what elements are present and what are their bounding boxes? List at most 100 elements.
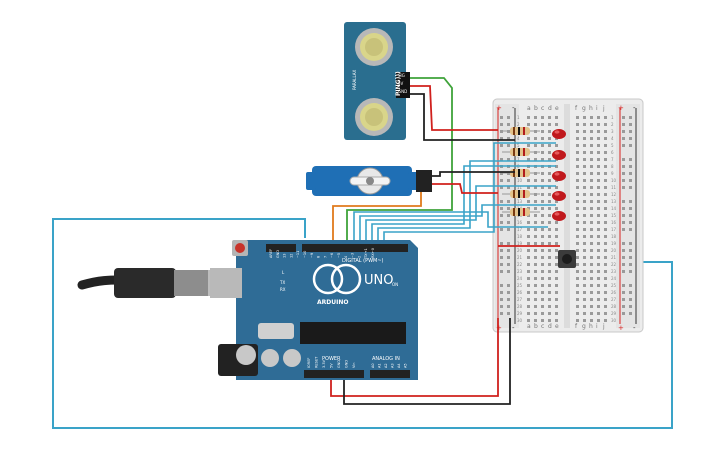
breadboard-hole[interactable] (590, 312, 593, 315)
breadboard-hole[interactable] (590, 200, 593, 203)
rail-hole[interactable] (622, 214, 625, 217)
breadboard-hole[interactable] (597, 130, 600, 133)
breadboard-hole[interactable] (604, 298, 607, 301)
breadboard-hole[interactable] (590, 207, 593, 210)
breadboard-hole[interactable] (583, 200, 586, 203)
wire-green-sensor[interactable] (346, 77, 453, 240)
rail-hole[interactable] (622, 270, 625, 273)
breadboard-hole[interactable] (527, 249, 530, 252)
push-button[interactable] (558, 250, 576, 268)
breadboard-hole[interactable] (534, 144, 537, 147)
breadboard-hole[interactable] (548, 123, 551, 126)
breadboard-hole[interactable] (541, 221, 544, 224)
breadboard-hole[interactable] (597, 291, 600, 294)
rail-hole[interactable] (629, 214, 632, 217)
breadboard-hole[interactable] (541, 172, 544, 175)
breadboard-hole[interactable] (541, 228, 544, 231)
breadboard-hole[interactable] (590, 291, 593, 294)
breadboard-hole[interactable] (527, 305, 530, 308)
resistor-4[interactable] (502, 190, 540, 198)
breadboard-hole[interactable] (541, 235, 544, 238)
rail-hole[interactable] (500, 256, 503, 259)
rail-hole[interactable] (500, 200, 503, 203)
breadboard-hole[interactable] (527, 256, 530, 259)
breadboard-hole[interactable] (548, 277, 551, 280)
wire-cyan-loop[interactable] (52, 218, 673, 429)
breadboard-hole[interactable] (555, 256, 558, 259)
breadboard-hole[interactable] (590, 151, 593, 154)
breadboard-hole[interactable] (597, 200, 600, 203)
rail-hole[interactable] (507, 116, 510, 119)
breadboard-hole[interactable] (583, 207, 586, 210)
servo-motor[interactable] (306, 166, 432, 196)
breadboard-hole[interactable] (555, 242, 558, 245)
breadboard-hole[interactable] (590, 298, 593, 301)
breadboard-hole[interactable] (541, 312, 544, 315)
breadboard-hole[interactable] (555, 291, 558, 294)
breadboard-hole[interactable] (583, 305, 586, 308)
rail-hole[interactable] (629, 249, 632, 252)
breadboard-hole[interactable] (548, 151, 551, 154)
breadboard-hole[interactable] (590, 186, 593, 189)
rail-hole[interactable] (629, 270, 632, 273)
breadboard-hole[interactable] (576, 179, 579, 182)
breadboard-hole[interactable] (527, 242, 530, 245)
breadboard-hole[interactable] (604, 186, 607, 189)
rail-hole[interactable] (500, 116, 503, 119)
rail-hole[interactable] (507, 228, 510, 231)
rail-hole[interactable] (622, 221, 625, 224)
breadboard-hole[interactable] (576, 228, 579, 231)
breadboard-hole[interactable] (604, 165, 607, 168)
breadboard-hole[interactable] (548, 130, 551, 133)
rail-hole[interactable] (622, 179, 625, 182)
breadboard-hole[interactable] (555, 186, 558, 189)
breadboard-hole[interactable] (590, 284, 593, 287)
rail-hole[interactable] (507, 256, 510, 259)
breadboard-hole[interactable] (597, 207, 600, 210)
breadboard-hole[interactable] (548, 242, 551, 245)
breadboard-hole[interactable] (576, 305, 579, 308)
rail-hole[interactable] (629, 207, 632, 210)
breadboard-hole[interactable] (604, 284, 607, 287)
rail-hole[interactable] (629, 144, 632, 147)
breadboard-hole[interactable] (604, 319, 607, 322)
breadboard-hole[interactable] (597, 235, 600, 238)
breadboard-hole[interactable] (597, 305, 600, 308)
rail-hole[interactable] (507, 221, 510, 224)
breadboard-hole[interactable] (590, 256, 593, 259)
breadboard-hole[interactable] (583, 130, 586, 133)
breadboard-hole[interactable] (534, 179, 537, 182)
wire-cyan-5[interactable] (353, 211, 548, 240)
breadboard-hole[interactable] (576, 172, 579, 175)
breadboard-hole[interactable] (534, 186, 537, 189)
breadboard-hole[interactable] (534, 249, 537, 252)
breadboard-hole[interactable] (541, 158, 544, 161)
breadboard-hole[interactable] (590, 144, 593, 147)
breadboard-hole[interactable] (555, 207, 558, 210)
breadboard-hole[interactable] (597, 242, 600, 245)
breadboard-hole[interactable] (604, 291, 607, 294)
breadboard-hole[interactable] (576, 312, 579, 315)
breadboard-hole[interactable] (590, 179, 593, 182)
breadboard-hole[interactable] (597, 319, 600, 322)
breadboard-hole[interactable] (576, 151, 579, 154)
breadboard-hole[interactable] (541, 123, 544, 126)
breadboard-hole[interactable] (548, 319, 551, 322)
breadboard-hole[interactable] (604, 214, 607, 217)
breadboard-hole[interactable] (604, 151, 607, 154)
breadboard-hole[interactable] (604, 207, 607, 210)
rail-hole[interactable] (622, 172, 625, 175)
wire-cyan-4[interactable] (359, 204, 556, 240)
rail-hole[interactable] (629, 291, 632, 294)
rail-hole[interactable] (629, 298, 632, 301)
breadboard-hole[interactable] (604, 137, 607, 140)
breadboard-hole[interactable] (541, 179, 544, 182)
rail-hole[interactable] (629, 116, 632, 119)
breadboard-hole[interactable] (541, 144, 544, 147)
breadboard-hole[interactable] (534, 312, 537, 315)
breadboard-hole[interactable] (548, 263, 551, 266)
breadboard-hole[interactable] (583, 214, 586, 217)
breadboard-hole[interactable] (576, 193, 579, 196)
breadboard-hole[interactable] (541, 151, 544, 154)
breadboard-hole[interactable] (604, 242, 607, 245)
